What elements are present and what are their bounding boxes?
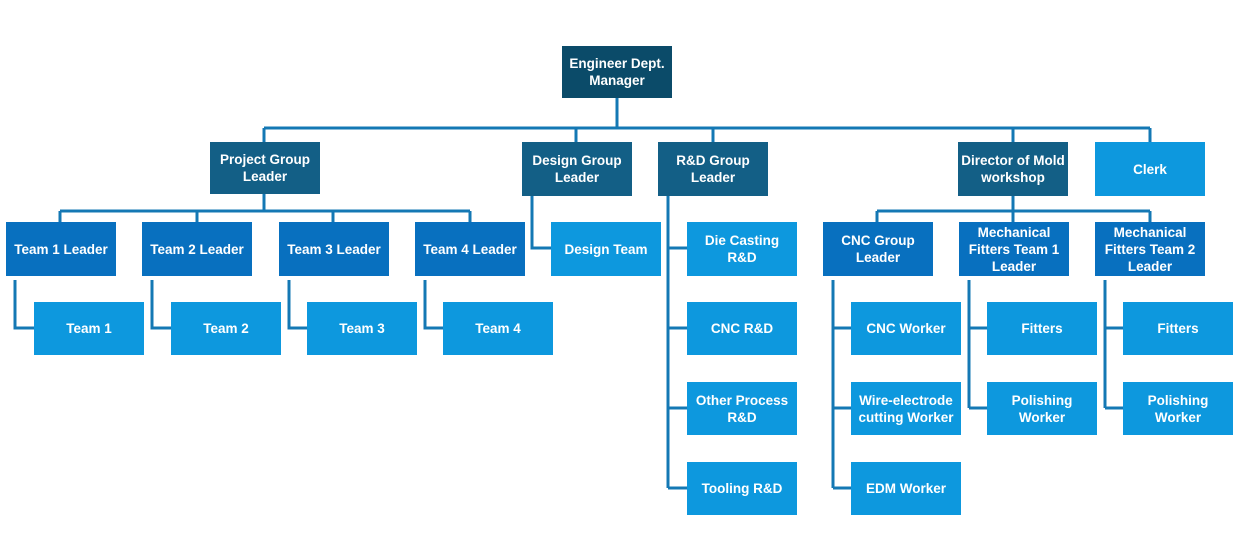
node-tooling-rd[interactable]: Tooling R&D <box>687 462 797 515</box>
connector-team3 <box>287 280 307 330</box>
connector-rd-group <box>666 196 687 490</box>
node-design-team[interactable]: Design Team <box>551 222 661 276</box>
node-team1-leader[interactable]: Team 1 Leader <box>6 222 116 276</box>
connector-design-group <box>530 196 551 250</box>
node-team1[interactable]: Team 1 <box>34 302 144 355</box>
node-director-mold-workshop[interactable]: Director of Mold workshop <box>958 142 1068 196</box>
node-team3-leader[interactable]: Team 3 Leader <box>279 222 389 276</box>
node-other-process-rd[interactable]: Other Process R&D <box>687 382 797 435</box>
node-team4[interactable]: Team 4 <box>443 302 553 355</box>
node-project-group-leader[interactable]: Project Group Leader <box>210 142 320 194</box>
node-clerk[interactable]: Clerk <box>1095 142 1205 196</box>
connector-team1 <box>13 280 34 330</box>
connector-team2 <box>150 280 171 330</box>
node-mech-fitters-team2-leader[interactable]: Mechanical Fitters Team 2 Leader <box>1095 222 1205 276</box>
node-team3[interactable]: Team 3 <box>307 302 417 355</box>
node-fitters-team1[interactable]: Fitters <box>987 302 1097 355</box>
connector-director <box>875 196 1152 222</box>
node-wire-electrode-worker[interactable]: Wire-electrode cutting Worker <box>851 382 961 435</box>
node-cnc-rd[interactable]: CNC R&D <box>687 302 797 355</box>
node-cnc-worker[interactable]: CNC Worker <box>851 302 961 355</box>
node-polishing-worker-team1[interactable]: Polishing Worker <box>987 382 1097 435</box>
node-cnc-group-leader[interactable]: CNC Group Leader <box>823 222 933 276</box>
node-team2[interactable]: Team 2 <box>171 302 281 355</box>
node-polishing-worker-team2[interactable]: Polishing Worker <box>1123 382 1233 435</box>
connector-cnc-group <box>831 280 851 490</box>
node-rd-group-leader[interactable]: R&D Group Leader <box>658 142 768 196</box>
node-design-group-leader[interactable]: Design Group Leader <box>522 142 632 196</box>
node-team4-leader[interactable]: Team 4 Leader <box>415 222 525 276</box>
connector-team4 <box>423 280 443 330</box>
node-edm-worker[interactable]: EDM Worker <box>851 462 961 515</box>
node-mech-fitters-team1-leader[interactable]: Mechanical Fitters Team 1 Leader <box>959 222 1069 276</box>
connector-mech-team2 <box>1103 280 1123 410</box>
node-team2-leader[interactable]: Team 2 Leader <box>142 222 252 276</box>
connector-project-group <box>58 194 472 222</box>
node-engineer-dept-manager[interactable]: Engineer Dept. Manager <box>562 46 672 98</box>
connector-mech-team1 <box>967 280 987 410</box>
node-die-casting-rd[interactable]: Die Casting R&D <box>687 222 797 276</box>
node-fitters-team2[interactable]: Fitters <box>1123 302 1233 355</box>
connector-manager <box>262 98 1152 142</box>
